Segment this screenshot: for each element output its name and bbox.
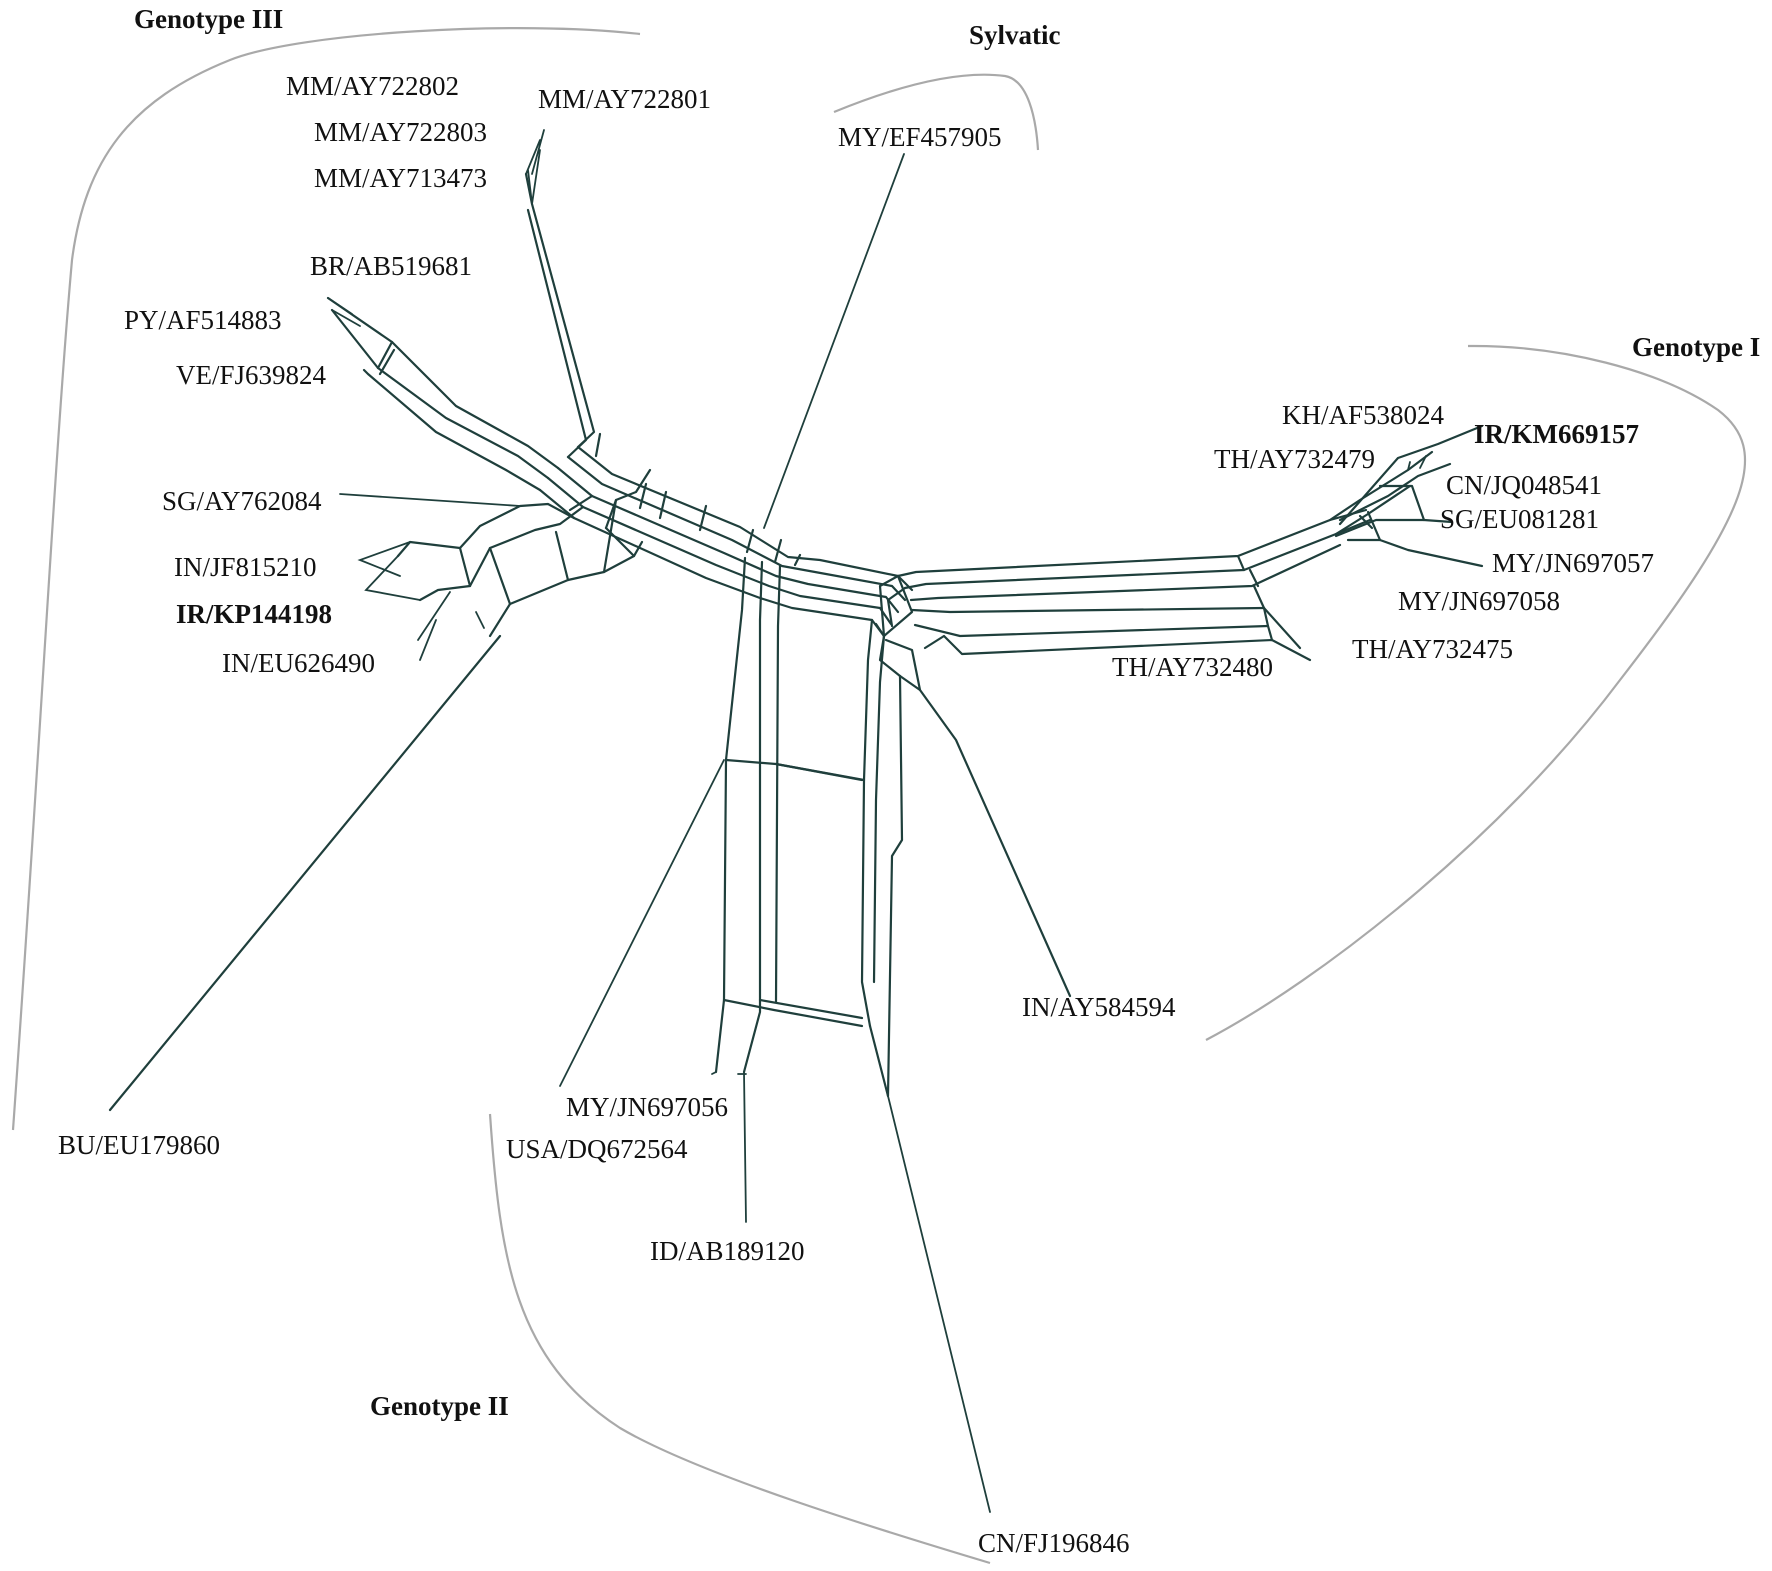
genotype-ii-bracket: [488, 1113, 991, 1565]
taxon-label: IR/KM669157: [1474, 419, 1639, 449]
taxon-label: IN/AY584594: [1022, 992, 1176, 1022]
taxon-label: USA/DQ672564: [506, 1134, 688, 1164]
taxon-label: TH/AY732475: [1352, 634, 1513, 664]
group-label-genotype-ii: Genotype II: [370, 1391, 509, 1421]
taxon-label: IR/KP144198: [176, 599, 332, 629]
taxon-label: MM/AY722801: [538, 84, 711, 114]
group-label-genotype-iii: Genotype III: [134, 4, 283, 34]
network-edges: [108, 129, 1484, 1513]
taxon-label: TH/AY732480: [1112, 652, 1273, 682]
taxon-label: MY/EF457905: [838, 122, 1002, 152]
taxon-label: MM/AY722803: [314, 117, 487, 147]
taxon-label: IN/JF815210: [174, 552, 317, 582]
taxon-label: VE/FJ639824: [176, 360, 327, 390]
taxon-label: ID/AB189120: [650, 1236, 805, 1266]
taxon-label: CN/FJ196846: [978, 1528, 1130, 1558]
taxon-label: CN/JQ048541: [1446, 470, 1602, 500]
taxon-label: BU/EU179860: [58, 1130, 220, 1160]
taxon-label: MM/AY713473: [314, 163, 487, 193]
group-label-genotype-i: Genotype I: [1632, 332, 1760, 362]
taxon-label: SG/EU081281: [1440, 504, 1599, 534]
sylvatic-bracket: [833, 73, 1040, 151]
taxon-label: MY/JN697058: [1398, 586, 1560, 616]
taxon-label: MM/AY722802: [286, 71, 459, 101]
taxon-label: SG/AY762084: [162, 486, 322, 516]
taxon-label: IN/EU626490: [222, 648, 375, 678]
taxon-label: BR/AB519681: [310, 251, 472, 281]
group-label-sylvatic: Sylvatic: [969, 20, 1061, 50]
taxon-label: KH/AF538024: [1282, 400, 1445, 430]
taxon-label: MY/JN697056: [566, 1092, 728, 1122]
taxon-label: PY/AF514883: [124, 305, 282, 335]
genotype-iii-bracket: [11, 27, 641, 1131]
taxon-label: MY/JN697057: [1492, 548, 1654, 578]
taxon-label: TH/AY732479: [1214, 444, 1375, 474]
genotype-i-bracket: [1205, 344, 1747, 1041]
